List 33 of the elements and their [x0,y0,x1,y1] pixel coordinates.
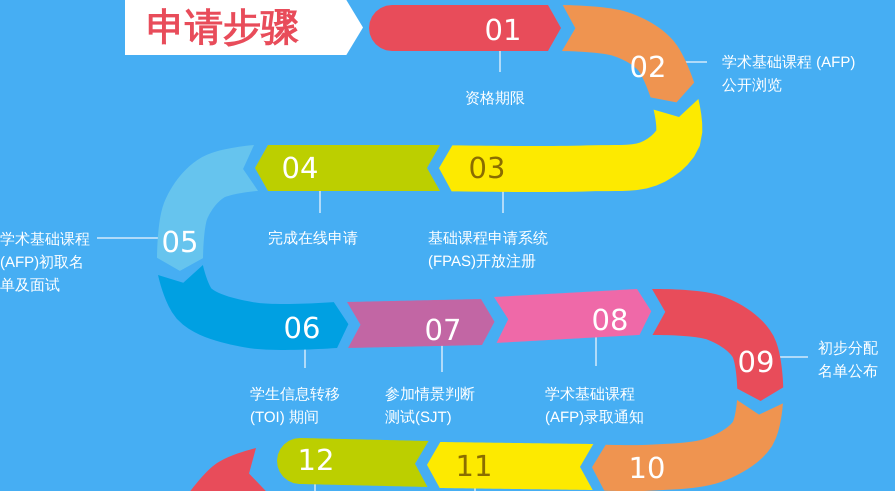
step-number: 01 [484,13,522,47]
step-number: 05 [162,224,198,259]
step-description: 学术基础课程(AFP)录取通知 [545,385,646,428]
step-number: 08 [592,302,628,337]
step-number: 07 [424,312,462,347]
leader-line [441,345,443,372]
step-number: 10 [628,450,666,485]
leader-line [97,237,158,239]
leader-line [595,337,597,366]
step-description: 完成在线申请 [268,229,359,249]
step-number: 06 [284,310,320,345]
title-text: 申请步骤 [147,4,299,50]
step-description: 学术基础课程(AFP)初取名单及面试 [0,230,91,296]
step-number: 04 [282,151,318,185]
leader-line [319,190,321,213]
leader-line [502,191,504,213]
leader-line [685,61,707,63]
step-description: 学生信息转移(TOI) 期间 [250,385,341,428]
step-description: 初步分配名单公布 [818,339,879,382]
leader-line [474,488,476,491]
step-number: 12 [298,442,334,477]
leader-line [314,484,316,491]
step-number: 02 [630,50,666,84]
step-number: 11 [456,448,492,483]
leader-line [304,349,306,368]
step-description: 学术基础课程 (AFP)公开浏览 [722,53,856,96]
step-description: 资格期限 [465,89,526,109]
step-number: 09 [738,344,774,379]
step-description: 基础课程申请系统(FPAS)开放注册 [428,229,549,272]
leader-line [779,356,808,358]
step-description: 参加情景判断测试(SJT) [385,385,476,428]
leader-line [499,50,501,72]
step-number: 03 [468,150,506,185]
